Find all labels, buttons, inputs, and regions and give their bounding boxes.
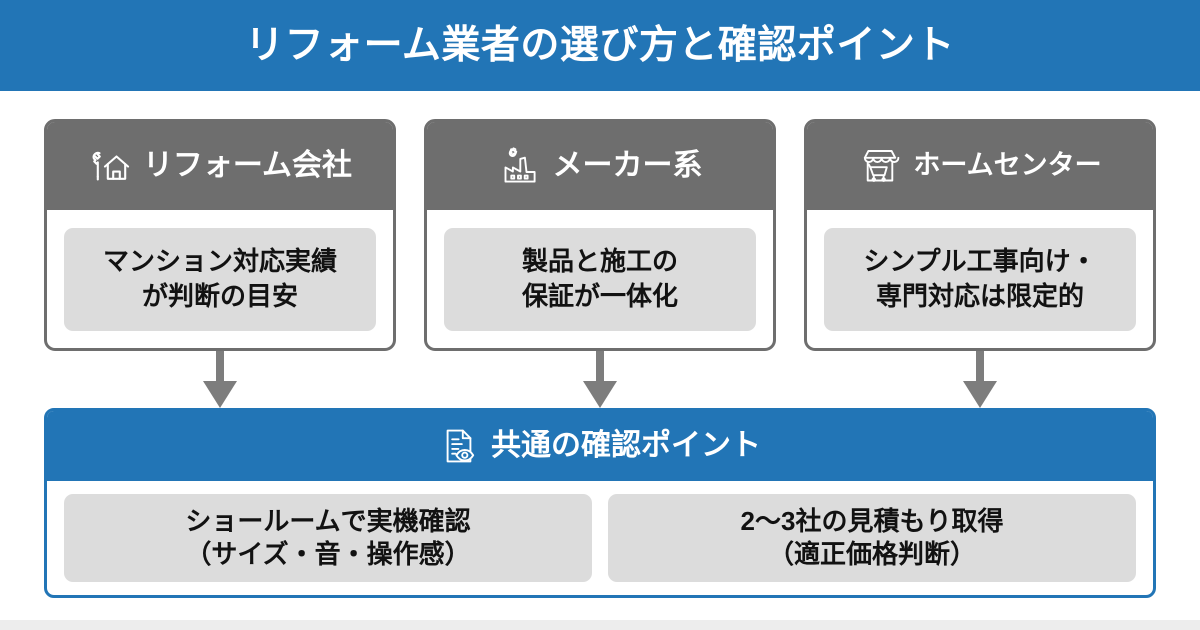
storefront-cart-icon	[858, 144, 902, 188]
card-note-line-2: が判断の目安	[141, 280, 298, 311]
document-eye-icon	[439, 426, 479, 466]
category-card-reform-company: リフォーム会社 マンション対応実績 が判断の目安	[44, 119, 396, 351]
common-note-estimates: 2〜3社の見積もり取得 （適正価格判断）	[608, 494, 1136, 582]
common-note-line-2: （サイズ・音・操作感）	[185, 538, 471, 569]
card-note: 製品と施工の 保証が一体化	[444, 227, 756, 331]
card-title: メーカー系	[552, 148, 703, 182]
card-title: リフォーム会社	[142, 148, 353, 182]
common-panel-title: 共通の確認ポイント	[491, 429, 761, 462]
common-note-showroom: ショールームで実機確認 （サイズ・音・操作感）	[64, 494, 592, 582]
category-card-maker: メーカー系 製品と施工の 保証が一体化	[424, 119, 776, 351]
connector-arrows	[0, 351, 1200, 408]
card-note-line-2: 専門対応は限定的	[875, 280, 1084, 311]
card-body: マンション対応実績 が判断の目安	[47, 210, 393, 348]
common-note-line-1: 2〜3社の見積もり取得	[740, 506, 1004, 537]
card-note: マンション対応実績 が判断の目安	[64, 227, 376, 331]
category-card-home-center: ホームセンター シンプル工事向け・ 専門対応は限定的	[804, 119, 1156, 351]
title-bar: リフォーム業者の選び方と確認ポイント	[0, 0, 1200, 91]
arrow-stem	[596, 351, 604, 383]
arrow-down-icon	[583, 351, 617, 408]
arrow-head	[963, 381, 997, 408]
card-body: 製品と施工の 保証が一体化	[427, 210, 773, 348]
arrow-stem	[976, 351, 984, 383]
card-note-line-1: シンプル工事向け・	[863, 245, 1097, 276]
bottom-strip	[0, 620, 1200, 630]
page-title: リフォーム業者の選び方と確認ポイント	[245, 24, 955, 67]
wrench-house-icon	[88, 144, 132, 188]
common-panel-header: 共通の確認ポイント	[47, 411, 1153, 481]
arrow-head	[203, 381, 237, 408]
card-note: シンプル工事向け・ 専門対応は限定的	[824, 227, 1136, 331]
common-panel-body: ショールームで実機確認 （サイズ・音・操作感） 2〜3社の見積もり取得 （適正価…	[47, 481, 1153, 595]
card-header: リフォーム会社	[47, 122, 393, 210]
card-body: シンプル工事向け・ 専門対応は限定的	[807, 210, 1153, 348]
card-note-line-2: 保証が一体化	[521, 280, 678, 311]
common-note-line-1: ショールームで実機確認	[185, 506, 471, 537]
common-note-line-2: （適正価格判断）	[767, 538, 976, 569]
common-check-points-panel: 共通の確認ポイント ショールームで実機確認 （サイズ・音・操作感） 2〜3社の見…	[44, 408, 1156, 598]
category-cards-row: リフォーム会社 マンション対応実績 が判断の目安	[44, 119, 1156, 351]
arrow-down-icon	[203, 351, 237, 408]
arrow-head	[583, 381, 617, 408]
arrow-down-icon	[963, 351, 997, 408]
card-header: ホームセンター	[807, 122, 1153, 210]
card-title: ホームセンター	[913, 150, 1102, 180]
gear-factory-icon	[498, 144, 542, 188]
card-note-line-1: マンション対応実績	[102, 245, 337, 276]
card-header: メーカー系	[427, 122, 773, 210]
arrow-stem	[216, 351, 224, 383]
card-note-line-1: 製品と施工の	[521, 245, 678, 276]
